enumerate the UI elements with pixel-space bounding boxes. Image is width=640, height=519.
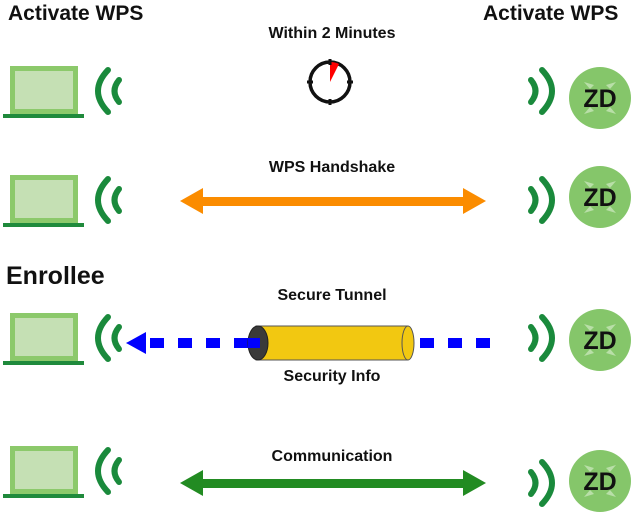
wifi-signal-icon (98, 317, 119, 359)
communication-double-arrow (180, 470, 486, 496)
laptop-icon (3, 66, 84, 118)
label-enrollee: Enrollee (6, 262, 105, 290)
laptop-icon (3, 446, 84, 498)
label-within-2-minutes: Within 2 Minutes (268, 25, 396, 42)
zonedirector-icon (569, 309, 631, 371)
laptop-icon (3, 175, 84, 227)
header-activate-wps-left: Activate WPS (8, 2, 144, 25)
stopwatch-icon (307, 59, 353, 105)
wifi-signal-icon (531, 317, 552, 359)
zonedirector-icon (569, 166, 631, 228)
label-communication: Communication (271, 448, 393, 465)
wifi-signal-icon (98, 450, 119, 492)
laptop-icon (3, 313, 84, 365)
wifi-signal-icon (98, 70, 119, 112)
wifi-signal-icon (531, 179, 552, 221)
label-secure-tunnel: Secure Tunnel (277, 287, 387, 304)
header-activate-wps-right: Activate WPS (483, 2, 619, 25)
handshake-double-arrow (180, 188, 486, 214)
security-info-dashed-arrow (126, 332, 490, 354)
zonedirector-icon (569, 67, 631, 129)
label-security-info: Security Info (283, 368, 381, 385)
wifi-signal-icon (531, 462, 552, 504)
wifi-signal-icon (98, 179, 119, 221)
label-wps-handshake: WPS Handshake (268, 159, 396, 176)
wifi-signal-icon (531, 70, 552, 112)
zonedirector-icon (569, 450, 631, 512)
secure-tunnel-cylinder (247, 325, 415, 361)
